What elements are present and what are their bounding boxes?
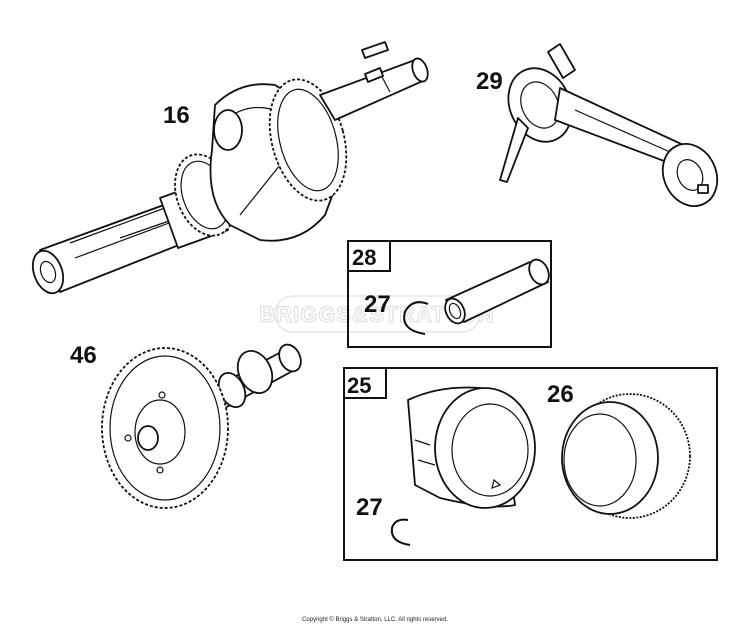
box-tag-piston-pin: 28 (352, 245, 376, 270)
piston-rings-part[interactable] (561, 393, 691, 519)
callout-connecting-rod: 29 (476, 68, 503, 95)
callout-camshaft: 46 (70, 342, 97, 369)
piston-part[interactable] (407, 386, 536, 509)
crank-large-gear (268, 78, 348, 202)
callout-crankshaft: 16 (163, 102, 190, 129)
piston-pin-box (347, 240, 552, 348)
copyright-notice: Copyright © Briggs & Stratton, LLC. All … (302, 617, 448, 623)
callout-piston-rings: 26 (547, 381, 574, 408)
callout-retainer-lower: 27 (356, 494, 383, 521)
retainer-lower-part[interactable] (390, 518, 411, 546)
callout-retainer-upper: 27 (364, 291, 391, 318)
cam-gear (101, 347, 229, 509)
crankshaft-part[interactable] (27, 41, 430, 297)
piston-pin-part[interactable] (441, 256, 552, 326)
connecting-rod-part[interactable] (497, 43, 727, 215)
piston-box (343, 367, 718, 561)
camshaft-part[interactable] (101, 341, 305, 509)
box-tag-piston: 25 (347, 373, 371, 398)
retainer-upper-part[interactable] (403, 301, 429, 335)
